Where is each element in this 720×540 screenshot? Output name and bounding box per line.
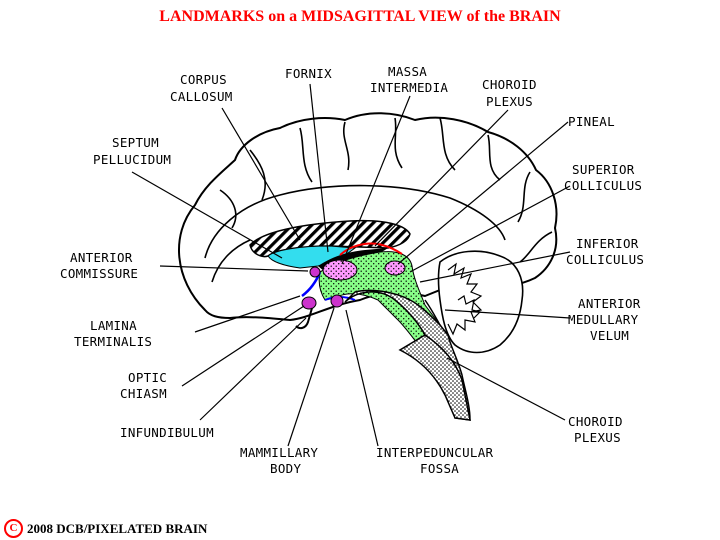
sulcus (219, 189, 237, 229)
label-corpus-callosum: CORPUS CALLOSUM (170, 72, 233, 104)
anterior-commissure-shape (309, 266, 321, 278)
gyrus-line (211, 239, 251, 283)
svg-text:INTERMEDIA: INTERMEDIA (370, 80, 448, 95)
svg-text:FORNIX: FORNIX (285, 66, 332, 81)
svg-text:MAMMILLARY: MAMMILLARY (240, 445, 318, 460)
label-choroid-plexus-bottom: CHOROID PLEXUS (568, 414, 623, 445)
label-optic-chiasm: OPTIC CHIASM (120, 370, 167, 401)
label-mammillary-body: MAMMILLARY BODY (240, 445, 318, 476)
svg-text:SEPTUM: SEPTUM (112, 135, 159, 150)
sulcus (487, 134, 501, 181)
pineal-shape (384, 260, 406, 276)
svg-text:PLEXUS: PLEXUS (486, 94, 533, 109)
sulcus (439, 117, 456, 171)
label-massa-intermedia: MASSA INTERMEDIA (370, 64, 448, 95)
svg-text:INFUNDIBULUM: INFUNDIBULUM (120, 425, 214, 440)
svg-text:CALLOSUM: CALLOSUM (170, 89, 233, 104)
massa-intermedia-shape (322, 259, 358, 281)
sulcus (249, 149, 266, 201)
cerebellum-shape (437, 250, 524, 354)
leader-lines (131, 83, 571, 447)
svg-text:FOSSA: FOSSA (420, 461, 459, 476)
svg-text:PLEXUS: PLEXUS (574, 430, 621, 445)
copyright-text: 2008 DCB/PIXELATED BRAIN (27, 520, 208, 536)
label-pineal: PINEAL (568, 114, 615, 129)
svg-text:COLLICULUS: COLLICULUS (566, 252, 644, 267)
optic-chiasm-shape (301, 296, 317, 310)
cerebellar-folia (447, 262, 483, 336)
sulcus (299, 127, 313, 183)
svg-text:COLLICULUS: COLLICULUS (564, 178, 642, 193)
svg-text:TERMINALIS: TERMINALIS (74, 334, 152, 349)
page-title: LANDMARKS on a MIDSAGITTAL VIEW of the B… (159, 8, 561, 25)
sulcus (519, 231, 553, 263)
svg-text:BODY: BODY (270, 461, 301, 476)
label-choroid-plexus-top: CHOROID PLEXUS (482, 77, 537, 109)
medulla-shape (398, 334, 471, 421)
svg-text:ANTERIOR: ANTERIOR (70, 250, 133, 265)
svg-text:INFERIOR: INFERIOR (576, 236, 639, 251)
label-inferior-colliculus: INFERIOR COLLICULUS (566, 236, 644, 267)
label-anterior-medullary-velum: ANTERIOR MEDULLARY VELUM (568, 296, 641, 343)
label-septum-pellucidum: SEPTUM PELLUCIDUM (93, 135, 171, 167)
svg-text:VELUM: VELUM (590, 328, 629, 343)
choroid-plexus-line-top (339, 242, 403, 256)
svg-text:CORPUS: CORPUS (180, 72, 227, 87)
svg-text:PELLUCIDUM: PELLUCIDUM (93, 152, 171, 167)
copyright-notice: C 2008 DCB/PIXELATED BRAIN (4, 519, 207, 538)
mammillary-body-shape (330, 294, 344, 308)
medullary-velum-line (424, 299, 441, 326)
svg-text:COMMISSURE: COMMISSURE (60, 266, 138, 281)
label-lamina-terminalis: LAMINA TERMINALIS (74, 318, 152, 349)
svg-text:OPTIC: OPTIC (128, 370, 167, 385)
svg-text:PINEAL: PINEAL (568, 114, 615, 129)
sulcus (394, 117, 403, 169)
label-anterior-commissure: ANTERIOR COMMISSURE (60, 250, 138, 281)
cingulate-sulcus (204, 184, 506, 259)
label-superior-colliculus: SUPERIOR COLLICULUS (564, 162, 642, 193)
svg-text:CHOROID: CHOROID (568, 414, 623, 429)
svg-text:SUPERIOR: SUPERIOR (572, 162, 635, 177)
svg-text:LAMINA: LAMINA (90, 318, 137, 333)
label-fornix: FORNIX (285, 66, 332, 81)
svg-text:MEDULLARY: MEDULLARY (568, 312, 639, 327)
svg-text:CHOROID: CHOROID (482, 77, 537, 92)
label-infundibulum: INFUNDIBULUM (120, 425, 214, 440)
svg-text:ANTERIOR: ANTERIOR (578, 296, 641, 311)
copyright-icon: C (4, 519, 23, 538)
sulcus (343, 121, 350, 171)
svg-text:INTERPEDUNCULAR: INTERPEDUNCULAR (376, 445, 494, 460)
label-interpeduncular-fossa: INTERPEDUNCULAR FOSSA (376, 445, 494, 476)
svg-text:MASSA: MASSA (388, 64, 427, 79)
svg-text:CHIASM: CHIASM (120, 386, 167, 401)
sulcus (517, 171, 531, 223)
